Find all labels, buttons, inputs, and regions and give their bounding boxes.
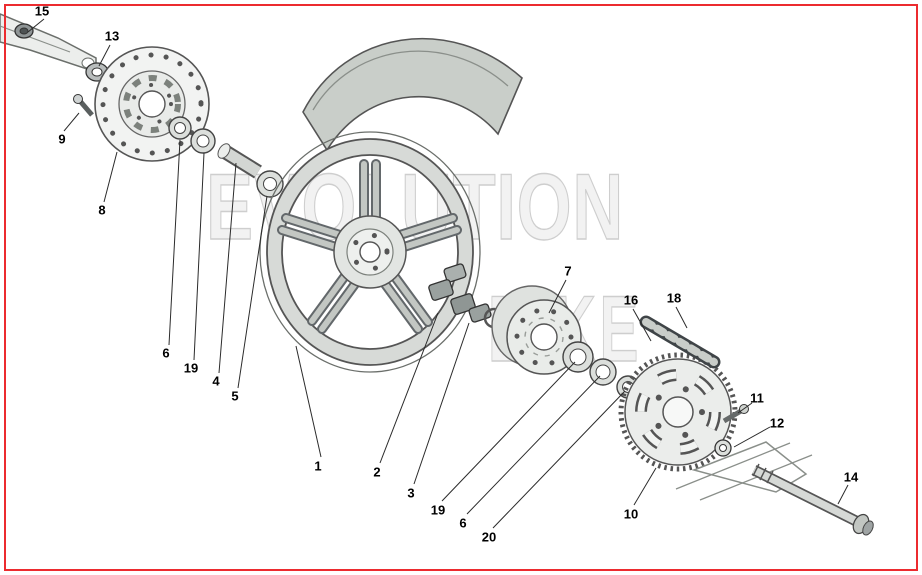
part-callout-6-left: 6: [162, 345, 170, 361]
part-callout-19-left: 19: [183, 360, 199, 376]
part-callout-13: 13: [104, 28, 120, 44]
part-callout-8: 8: [98, 202, 106, 218]
part-callout-7: 7: [564, 263, 572, 279]
part-callout-3: 3: [407, 485, 415, 501]
swingarm-right: [675, 441, 813, 501]
chain-18: [639, 315, 721, 369]
swingarm-left: [0, 13, 97, 74]
part-callout-5: 5: [231, 388, 239, 404]
part-callout-19-right: 19: [430, 502, 446, 518]
part-callout-9: 9: [58, 131, 66, 147]
part-callout-20: 20: [481, 529, 497, 545]
part-callout-14: 14: [843, 469, 859, 485]
part-callout-12: 12: [769, 415, 785, 431]
part-callout-18: 18: [666, 290, 682, 306]
bearing-stack-right: [562, 341, 640, 399]
wheel-1: [259, 131, 481, 373]
leader-lines: [27, 18, 849, 529]
axle-14: [751, 463, 874, 536]
part-callout-2: 2: [373, 464, 381, 480]
fender: [302, 38, 523, 152]
part-callout-16: 16: [623, 292, 639, 308]
bearing-stack-left: [168, 116, 284, 198]
part-callout-4: 4: [212, 373, 220, 389]
axle-nut-15: [14, 23, 34, 39]
part-callout-6-right: 6: [459, 515, 467, 531]
screw-9: [73, 94, 94, 117]
part-callout-11: 11: [750, 390, 764, 406]
part-callout-10: 10: [623, 506, 639, 522]
part-callout-15: 15: [34, 3, 50, 19]
washer-12: [714, 439, 732, 457]
part-callout-1: 1: [314, 458, 322, 474]
sprocket-10: [618, 352, 738, 472]
cush-drive-rubbers: [428, 263, 505, 329]
